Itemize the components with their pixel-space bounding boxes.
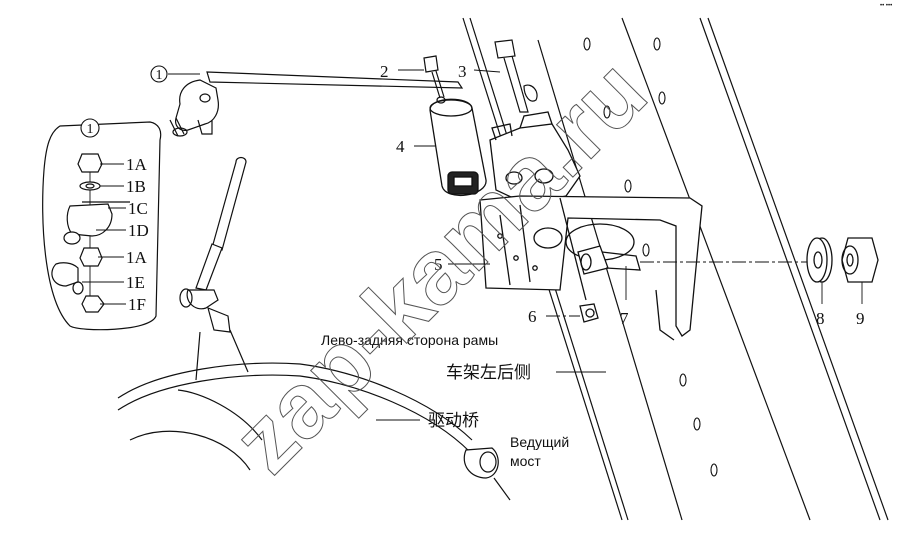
height-valve-4	[429, 96, 487, 196]
circle-callout-main: 1	[150, 65, 168, 83]
bolt-3	[494, 39, 538, 113]
frame-label-cn: 车架左后侧	[446, 363, 531, 383]
circle-callout-detail: 1	[80, 118, 100, 138]
detail-item-1a-top: 1A	[126, 155, 148, 174]
nut-9	[841, 237, 879, 283]
corner-mark: •• •••	[880, 3, 892, 9]
callout-7: 7	[620, 309, 629, 328]
detail-parts	[51, 153, 130, 313]
detail-header: 1	[87, 122, 94, 137]
detail-item-1d: 1D	[128, 221, 149, 240]
detail-item-1c: 1C	[128, 199, 148, 218]
link-rod	[179, 156, 247, 333]
callout-1-main: 1	[156, 68, 163, 83]
axle-housing	[117, 329, 511, 501]
bolt-2	[423, 55, 445, 99]
detail-item-1a-bottom: 1A	[126, 248, 148, 267]
axle-label-ru-line2: мост	[510, 453, 541, 469]
nut-6	[559, 197, 599, 323]
callout-6: 6	[528, 307, 537, 326]
detail-panel	[42, 121, 162, 331]
axle-label-ru-line1: Ведущий	[510, 434, 569, 450]
callout-8: 8	[816, 309, 825, 328]
callout-3: 3	[458, 62, 467, 81]
centerlines	[546, 261, 820, 317]
callout-4: 4	[396, 137, 405, 156]
axle-label-cn: 驱动桥	[428, 411, 479, 431]
connecting-rod	[169, 71, 464, 137]
frame-rail	[462, 17, 889, 521]
detail-item-1e: 1E	[126, 273, 145, 292]
leader-lines	[82, 69, 863, 421]
detail-item-1b: 1B	[126, 177, 146, 196]
bracket-5	[479, 195, 703, 341]
callout-5: 5	[434, 255, 443, 274]
frame-holes	[583, 37, 718, 477]
callout-9: 9	[856, 309, 865, 328]
callout-2: 2	[380, 62, 389, 81]
bolt-7	[577, 245, 641, 275]
washer-8	[806, 237, 833, 283]
detail-item-1f: 1F	[128, 295, 146, 314]
frame-label-ru: Лево-задняя сторона рамы	[321, 332, 498, 348]
